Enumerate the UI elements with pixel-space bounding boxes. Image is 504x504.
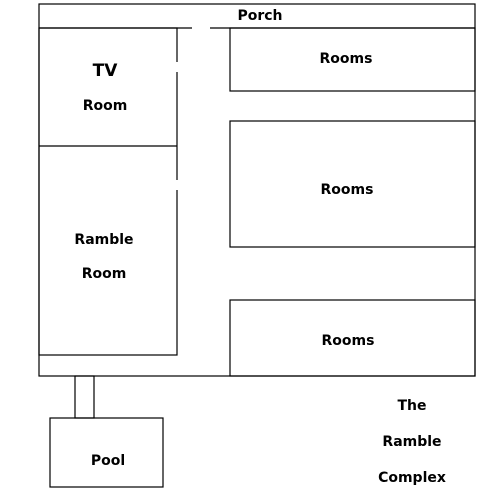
- caption-line3: Complex: [378, 470, 446, 486]
- porch-label: Porch: [237, 8, 282, 24]
- building-outline: [38, 3, 476, 377]
- pool-outline: [49, 417, 164, 488]
- rooms-middle-outline: [229, 120, 476, 248]
- caption-line1: The: [397, 398, 426, 414]
- left-wing-outline: [38, 27, 178, 356]
- rooms-top-outline: [229, 27, 476, 92]
- rooms-middle-label: Rooms: [321, 182, 374, 198]
- tv-room-doorway: [174, 62, 180, 72]
- tv-room-label-line2: Room: [83, 98, 128, 114]
- rooms-top-label: Rooms: [320, 51, 373, 67]
- ramble-room-label-line1: Ramble: [74, 232, 133, 248]
- porch-entry: [192, 25, 210, 31]
- tv-room-label-line1: TV: [93, 61, 119, 81]
- rooms-bottom-label: Rooms: [322, 333, 375, 349]
- pool-label: Pool: [91, 453, 125, 469]
- ramble-room-label-line2: Room: [82, 266, 127, 282]
- pool-walkway: [74, 375, 95, 419]
- ramble-room-doorway: [174, 180, 180, 190]
- rooms-bottom-outline: [229, 299, 476, 377]
- caption-line2: Ramble: [382, 434, 441, 450]
